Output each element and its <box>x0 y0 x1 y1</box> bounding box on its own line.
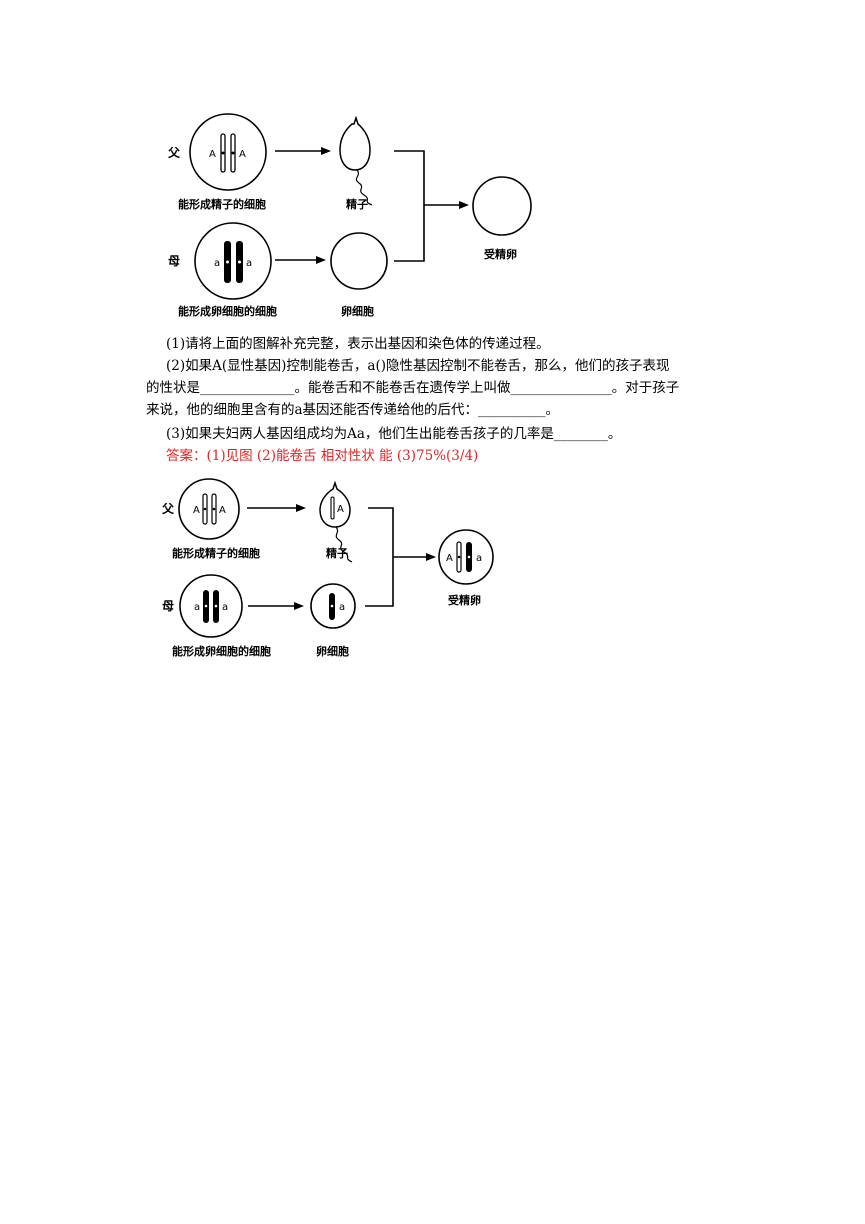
answer-sperm: A <box>319 480 353 563</box>
mother-label: 母 <box>168 254 180 268</box>
mother-gene-1: a <box>214 258 220 269</box>
answer-diagram: A A 父 能形成精子的细胞 A 精子 a a 母 能形成卵细胞的细胞 a 卵细… <box>161 478 494 658</box>
answer-sperm-mother-cell-caption: 能形成精子的细胞 <box>172 546 260 560</box>
answer-zygote-gene-1: A <box>446 553 453 564</box>
question-2-line-3: 来说，他的细胞里含有的a基因还能否传递给他的后代：__________。 <box>146 402 560 418</box>
father-label: 父 <box>167 146 181 160</box>
zygote-cell <box>472 176 532 236</box>
answer-zygote-caption: 受精卵 <box>448 593 481 607</box>
zygote-caption: 受精卵 <box>484 247 517 261</box>
father-cell: A A <box>189 113 267 191</box>
answer-egg-mother-cell-caption: 能形成卵细胞的细胞 <box>172 644 271 658</box>
answer-zygote-cell: A a <box>438 529 494 585</box>
question-3: (3)如果夫妇两人基因组成均为Aa，他们生出能卷舌孩子的几率是________。 <box>166 426 622 442</box>
question-diagram: A A 父 能形成精子的细胞 精子 a a 母 能形成卵细胞的细胞 卵细胞 受精… <box>167 113 532 318</box>
answer-egg-caption: 卵细胞 <box>316 644 349 658</box>
sperm <box>339 115 373 206</box>
egg-cell <box>330 232 388 290</box>
answer-mother-gene-1: a <box>194 602 200 613</box>
question-2-line-1: (2)如果A(显性基因)控制能卷舌，a()隐性基因控制不能卷舌，那么，他们的孩子… <box>166 358 670 374</box>
answer-egg-gene: a <box>339 602 345 613</box>
sperm-mother-cell-caption: 能形成精子的细胞 <box>178 197 266 211</box>
egg-caption: 卵细胞 <box>341 304 374 318</box>
egg-mother-cell-caption: 能形成卵细胞的细胞 <box>178 304 277 318</box>
answer-sperm-caption: 精子 <box>326 546 348 560</box>
answer-father-gene-1: A <box>193 505 200 516</box>
answer-father-gene-2: A <box>219 505 226 516</box>
answer-mother-label: 母 <box>162 599 174 613</box>
answer-father-cell: A A <box>178 478 240 540</box>
answer-father-label: 父 <box>161 502 175 516</box>
mother-gene-2: a <box>246 258 252 269</box>
answer-zygote-gene-2: a <box>476 553 482 564</box>
answer-sperm-gene: A <box>337 504 344 515</box>
question-2-line-2: 的性状是______________。能卷舌和不能卷舌在遗传学上叫做______… <box>146 380 680 396</box>
father-gene-1: A <box>209 149 216 160</box>
father-gene-2: A <box>239 149 246 160</box>
answer-mother-cell: a a <box>179 574 243 638</box>
mother-cell: a a <box>194 222 272 300</box>
sperm-caption: 精子 <box>346 197 368 211</box>
question-1: (1)请将上面的图解补充完整，表示出基因和染色体的传递过程。 <box>166 336 550 352</box>
fertilization-bracket <box>394 150 425 262</box>
answer-egg-cell: a <box>310 583 356 629</box>
answer-mother-gene-2: a <box>222 602 228 613</box>
answer-text: 答案：(1)见图 (2)能卷舌 相对性状 能 (3)75%(3/4) <box>166 448 479 464</box>
